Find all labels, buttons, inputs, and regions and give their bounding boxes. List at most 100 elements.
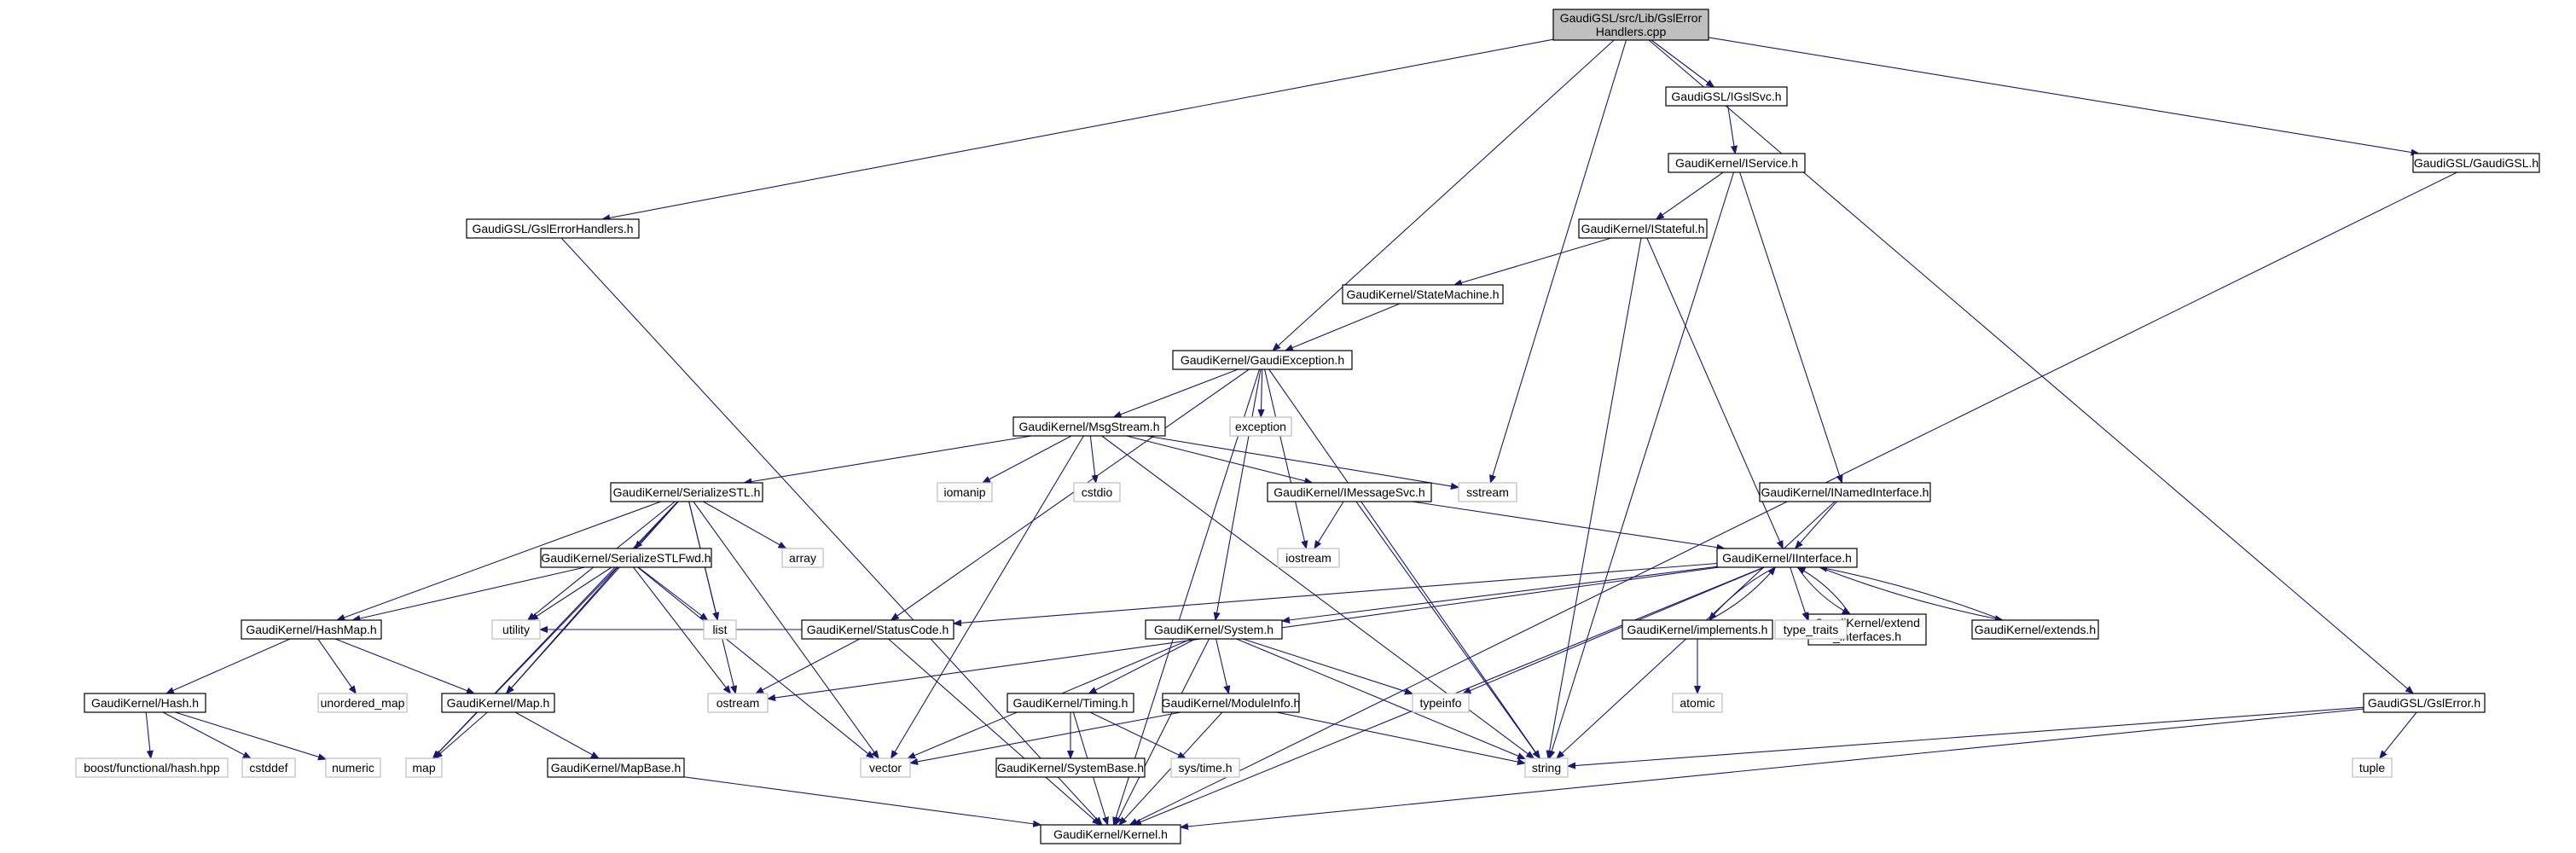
edge-iinterface-to-implements [1709, 566, 1776, 620]
node-hashmap[interactable]: GaudiKernel/HashMap.h [241, 619, 382, 640]
node-extends[interactable]: GaudiKernel/extends.h [1971, 619, 2099, 640]
node-box-gsl_gslerror [2363, 693, 2486, 713]
node-imessagesvc[interactable]: GaudiKernel/IMessageSvc.h [1267, 482, 1432, 502]
node-atomic: atomic [1672, 693, 1723, 713]
node-gaudiexception[interactable]: GaudiKernel/GaudiException.h [1172, 350, 1353, 370]
node-msgstream[interactable]: GaudiKernel/MsgStream.h [1012, 416, 1166, 437]
node-box-list [703, 619, 737, 640]
edge-imessagesvc-to-iinterface [1412, 501, 1724, 548]
edge-gsl_ierrh-to-kernel [560, 237, 1102, 825]
node-iostream: iostream [1277, 548, 1340, 568]
edge-gaudiexception-to-statuscode [891, 368, 1250, 620]
node-label-gsl_ierrh: GaudiGSL/GslErrorHandlers.h [472, 222, 633, 235]
node-box-string [1524, 757, 1569, 778]
node-moduleinfo[interactable]: GaudiKernel/ModuleInfo.h [1162, 693, 1301, 713]
edge-gsl_gslerror-to-kernel [1181, 708, 2364, 827]
node-label-extends: GaudiKernel/extends.h [1975, 623, 2096, 636]
node-label-serializestl: GaudiKernel/SerializeSTL.h [613, 485, 761, 499]
node-box-map [405, 757, 443, 778]
edge-istateful-to-string [1548, 237, 1642, 758]
edge-root-to-gaudiexception [1273, 39, 1615, 351]
node-layer: GaudiGSL/src/Lib/GslErrorHandlers.cppGau… [75, 9, 2540, 844]
edge-serializestlfwd-to-list [638, 566, 707, 620]
edge-moduleinfo-to-vector [910, 711, 1181, 763]
edge-systemh-to-typeinfo [1242, 638, 1413, 693]
edge-inamedinterface-to-iinterface [1796, 501, 1837, 548]
node-serializestlfwd[interactable]: GaudiKernel/SerializeSTLFwd.h [540, 548, 712, 568]
edge-iinterface-to-systemh [1282, 566, 1718, 621]
node-istateful[interactable]: GaudiKernel/IStateful.h [1578, 218, 1708, 239]
node-systemh[interactable]: GaudiKernel/System.h [1145, 619, 1283, 640]
edge-msgstream-to-string [1101, 435, 1535, 758]
edge-istateful-to-statemachine [1454, 237, 1612, 285]
node-box-ostream [707, 693, 769, 713]
node-box-gsl_igslsvc [1665, 86, 1788, 107]
node-box-vector [860, 757, 911, 778]
node-mapgk[interactable]: GaudiKernel/Map.h [441, 693, 555, 713]
node-systembase[interactable]: GaudiKernel/SystemBase.h [995, 757, 1146, 778]
node-label-statuscode: GaudiKernel/StatusCode.h [807, 623, 949, 636]
edge-hash-to-cstddef [162, 711, 251, 758]
node-vector: vector [860, 757, 911, 778]
node-box-istateful [1578, 218, 1708, 239]
node-gsl_gslerror[interactable]: GaudiGSL/GslError.h [2363, 693, 2486, 713]
node-box-iostream [1277, 548, 1340, 568]
node-label-imessagesvc: GaudiKernel/IMessageSvc.h [1273, 485, 1424, 499]
edge-serializestlfwd-to-ostream [633, 566, 731, 693]
node-statemachine[interactable]: GaudiKernel/StateMachine.h [1342, 284, 1504, 305]
node-type_traits: type_traits [1774, 619, 1848, 640]
node-box-hash [84, 693, 206, 713]
node-kernel[interactable]: GaudiKernel/Kernel.h [1040, 824, 1181, 844]
node-iomanip: iomanip [937, 482, 993, 502]
node-serializestl[interactable]: GaudiKernel/SerializeSTL.h [610, 482, 763, 502]
edge-istateful-to-iinterface [1646, 237, 1784, 548]
node-label-utility: utility [502, 623, 530, 636]
node-label-moduleinfo: GaudiKernel/ModuleInfo.h [1162, 696, 1301, 710]
node-unordered_map: unordered_map [317, 693, 408, 713]
node-map: map [405, 757, 443, 778]
node-box-tuple [2352, 757, 2393, 778]
node-box-atomic [1672, 693, 1723, 713]
edge-hashmap-to-mapgk [334, 638, 474, 693]
node-hash[interactable]: GaudiKernel/Hash.h [84, 693, 206, 713]
node-implements[interactable]: GaudiKernel/implements.h [1622, 619, 1773, 640]
node-cstddef: cstddef [241, 757, 296, 778]
node-label-iinterface: GaudiKernel/IInterface.h [1722, 551, 1852, 565]
node-gsl_ierrh[interactable]: GaudiGSL/GslErrorHandlers.h [466, 218, 640, 239]
node-label-array: array [789, 551, 816, 565]
node-label-hash: GaudiKernel/Hash.h [91, 696, 199, 710]
node-gsl_gaudigsl[interactable]: GaudiGSL/GaudiGSL.h [2412, 153, 2540, 173]
node-exception: exception [1229, 416, 1292, 437]
node-label-iostream: iostream [1285, 551, 1332, 565]
node-label-vector: vector [869, 761, 902, 775]
edge-msgstream-to-serializestl [744, 435, 1032, 483]
node-label-iomanip: iomanip [943, 485, 985, 499]
edge-hash-to-boosthash [145, 711, 151, 758]
node-gsl_igslsvc[interactable]: GaudiGSL/IGslSvc.h [1665, 86, 1788, 107]
node-box-serializestlfwd [540, 548, 712, 568]
node-timing[interactable]: GaudiKernel/Timing.h [1007, 693, 1134, 713]
node-box-iomanip [937, 482, 993, 502]
node-iservice[interactable]: GaudiKernel/IService.h [1668, 153, 1806, 173]
edge-serializestlfwd-to-map [433, 566, 618, 758]
node-label-list: list [712, 623, 727, 636]
edge-root-to-sstream [1490, 39, 1627, 483]
node-box-boosthash [75, 757, 229, 778]
edge-serializestlfwd-to-hashmap [352, 566, 585, 620]
node-root[interactable]: GaudiGSL/src/Lib/GslErrorHandlers.cpp [1552, 9, 1709, 41]
node-statuscode[interactable]: GaudiKernel/StatusCode.h [801, 619, 954, 640]
node-box-serializestl [610, 482, 763, 502]
edge-hashmap-to-hash [166, 638, 291, 694]
node-boosthash: boost/functional/hash.hpp [75, 757, 229, 778]
edge-msgstream-to-imessagesvc [1126, 435, 1313, 483]
edge-iinterface-to-type_traits [1790, 566, 1808, 620]
node-label-mapbase: GaudiKernel/MapBase.h [551, 761, 682, 775]
edge-iinterface-to-statuscode [954, 562, 1718, 624]
node-label-extendinterfaces-line1: _interfaces.h [1832, 630, 1901, 643]
node-iinterface[interactable]: GaudiKernel/IInterface.h [1716, 548, 1858, 568]
node-inamedinterface[interactable]: GaudiKernel/INamedInterface.h [1759, 482, 1931, 502]
edge-mapbase-to-kernel [683, 776, 1041, 825]
node-mapbase[interactable]: GaudiKernel/MapBase.h [547, 757, 685, 778]
node-utility: utility [491, 619, 541, 640]
